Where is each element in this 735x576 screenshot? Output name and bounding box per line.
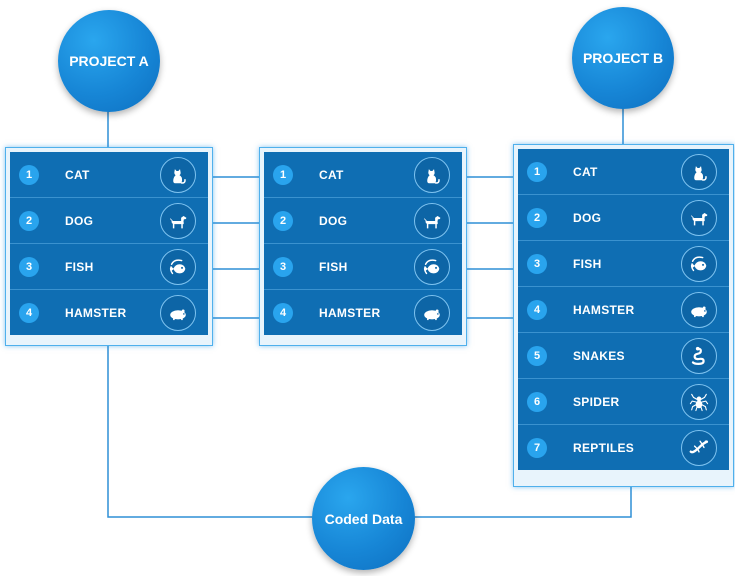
item-label: HAMSTER [65,305,127,320]
project-b-list: 1 CAT 2 DOG 3 FISH 4 HAMSTER 5 SNAKES 6 SPIDER 7 REPT… [513,144,734,487]
list-item-dog: 2 DOG [264,197,462,243]
item-number-badge: 1 [19,164,39,185]
item-number-badge: 2 [527,207,547,228]
list-item-fish: 3 FISH [518,240,729,286]
hamster-icon [414,294,450,331]
dog-icon [414,202,450,239]
list-item-fish: 3 FISH [10,243,208,289]
spider-icon [681,383,717,420]
coded-data-node: Coded Data [312,467,415,570]
list-item-hamster: 4 HAMSTER [518,286,729,332]
fish-icon [414,248,450,285]
project-b-node: PROJECT B [572,7,674,109]
item-label: FISH [65,259,94,274]
item-label: HAMSTER [319,305,381,320]
item-number-badge: 1 [273,164,293,185]
list-body: 1 CAT 2 DOG 3 FISH 4 HAMSTER 5 SNAKES 6 SPIDER 7 REPT… [518,149,729,470]
item-label: FISH [319,259,348,274]
item-label: CAT [65,167,90,182]
item-number-badge: 5 [527,345,547,366]
snake-icon [681,337,717,374]
fish-icon [681,245,717,282]
list-item-cat: 1 CAT [264,152,462,197]
item-number-badge: 4 [273,302,293,323]
item-number-badge: 3 [527,253,547,274]
list-item-fish: 3 FISH [264,243,462,289]
project-a-list: 1 CAT 2 DOG 3 FISH 4 HAMSTER [5,147,213,346]
item-number-badge: 2 [19,210,39,231]
item-number-badge: 2 [273,210,293,231]
item-label: REPTILES [573,440,635,455]
item-number-badge: 7 [527,437,547,458]
list-item-dog: 2 DOG [518,194,729,240]
list-item-reptiles: 7 REPTILES [518,424,729,470]
hamster-icon [160,294,196,331]
list-item-dog: 2 DOG [10,197,208,243]
item-label: HAMSTER [573,302,635,317]
list-item-hamster: 4 HAMSTER [264,289,462,335]
cat-icon [160,156,196,193]
list-item-hamster: 4 HAMSTER [10,289,208,335]
cat-icon [681,153,717,190]
dog-icon [681,199,717,236]
coded-data-label: Coded Data [324,510,403,527]
item-label: CAT [319,167,344,182]
item-label: SNAKES [573,348,625,363]
item-number-badge: 3 [19,256,39,277]
fish-icon [160,248,196,285]
item-number-badge: 4 [527,299,547,320]
item-label: DOG [65,213,94,228]
lizard-icon [681,429,717,466]
item-number-badge: 1 [527,161,547,182]
project-a-label: PROJECT A [69,53,149,69]
item-label: FISH [573,256,602,271]
item-number-badge: 4 [19,302,39,323]
list-body: 1 CAT 2 DOG 3 FISH 4 HAMSTER [10,152,208,335]
project-a-node: PROJECT A [58,10,160,112]
item-label: CAT [573,164,598,179]
shared-list: 1 CAT 2 DOG 3 FISH 4 HAMSTER [259,147,467,346]
list-body: 1 CAT 2 DOG 3 FISH 4 HAMSTER [264,152,462,335]
hamster-icon [681,291,717,328]
list-item-spider: 6 SPIDER [518,378,729,424]
item-label: DOG [319,213,348,228]
item-number-badge: 6 [527,391,547,412]
dog-icon [160,202,196,239]
cat-icon [414,156,450,193]
project-b-label: PROJECT B [582,50,664,66]
item-label: DOG [573,210,602,225]
list-item-snakes: 5 SNAKES [518,332,729,378]
list-item-cat: 1 CAT [10,152,208,197]
list-item-cat: 1 CAT [518,149,729,194]
item-label: SPIDER [573,394,620,409]
item-number-badge: 3 [273,256,293,277]
